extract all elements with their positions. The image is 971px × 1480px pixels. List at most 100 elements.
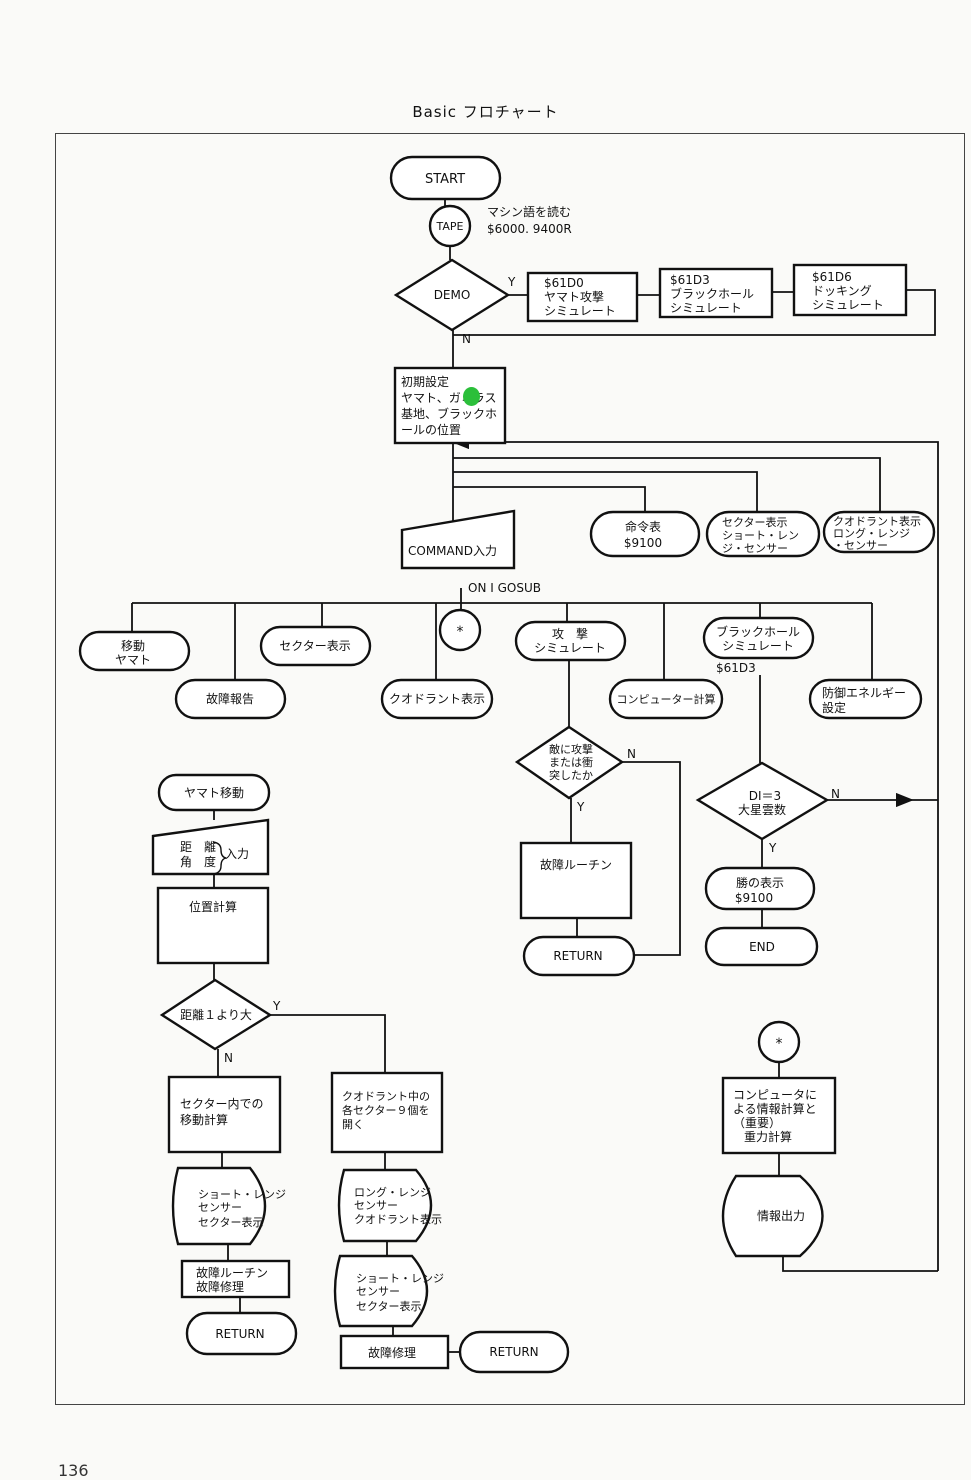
sim-blackhole-box: $61D3 ブラックホール シミュレート <box>658 267 774 319</box>
end-terminal: END <box>704 926 819 967</box>
di-decision: DI＝3 大星雲数 N Y <box>695 761 840 855</box>
svg-text:（重要）: （重要） <box>733 1116 781 1130</box>
svg-text:角 度: 角 度 <box>180 854 216 869</box>
svg-text:設定: 設定 <box>822 700 846 715</box>
svg-text:コンピュータに: コンピュータに <box>733 1088 817 1102</box>
svg-text:移動計算: 移動計算 <box>180 1112 228 1127</box>
svg-text:ショート・レン: ショート・レン <box>722 529 799 542</box>
sector-view-node: セクター表示 <box>259 625 372 667</box>
svg-text:END: END <box>749 940 775 954</box>
distance-decision: 距離１より大 Y N <box>159 978 281 1065</box>
svg-text:情報出力: 情報出力 <box>757 1209 805 1223</box>
svg-text:ショート・レンジ: ショート・レンジ <box>198 1188 286 1201</box>
svg-text:故障修理: 故障修理 <box>368 1345 416 1360</box>
svg-text:$6000. 9400R: $6000. 9400R <box>487 222 572 236</box>
move-yamato-node: 移動 ヤマト <box>78 630 191 672</box>
command-input: COMMAND入力 <box>400 509 516 570</box>
svg-text:初期設定: 初期設定 <box>401 374 449 389</box>
svg-text:故障ルーチン: 故障ルーチン <box>540 857 612 872</box>
svg-text:マシン語を読む: マシン語を読む <box>487 204 571 219</box>
svg-text:クオドラント表示: クオドラント表示 <box>389 692 485 706</box>
svg-text:Y: Y <box>272 999 281 1013</box>
sector-move-box: セクター内での 移動計算 <box>167 1075 282 1154</box>
svg-text:入力: 入力 <box>225 847 249 861</box>
svg-text:*: * <box>457 624 464 640</box>
svg-text:距離１より大: 距離１より大 <box>180 1008 252 1022</box>
svg-text:命令表: 命令表 <box>625 519 661 534</box>
start-terminal: START <box>389 155 502 201</box>
sim-docking-box: $61D6 ドッキング シミュレート <box>792 263 908 317</box>
svg-text:$9100: $9100 <box>735 891 773 905</box>
attack-sim-node: 攻 撃 シミュレート <box>514 620 627 662</box>
svg-text:重力計算: 重力計算 <box>744 1129 792 1144</box>
svg-text:N: N <box>462 332 471 346</box>
svg-text:$61D6: $61D6 <box>812 270 852 284</box>
quadrant-view-node: クオドラント表示 <box>380 678 494 720</box>
page-title: Basic フロチャート <box>412 103 559 121</box>
svg-text:故障報告: 故障報告 <box>206 691 254 706</box>
info-output-display: 情報出力 <box>721 1174 824 1258</box>
blackhole-sim-node: ブラックホール シミュレート <box>702 616 815 660</box>
svg-text:故障ルーチン: 故障ルーチン <box>196 1265 268 1280</box>
tape-note: マシン語を読む $6000. 9400R <box>487 204 572 236</box>
svg-text:DI＝3: DI＝3 <box>749 789 781 803</box>
init-box: 初期設定 ヤマト、ガミラス 基地、ブラックホ ールの位置 <box>393 366 507 445</box>
svg-text:クオドラント中の: クオドラント中の <box>342 1090 430 1103</box>
sim-yamato-attack-box: $61D0 ヤマト攻撃 シミュレート <box>526 271 639 323</box>
svg-text:Y: Y <box>507 275 516 289</box>
svg-text:距 離: 距 離 <box>180 840 216 854</box>
svg-text:センサー: センサー <box>356 1285 400 1298</box>
svg-text:ジ・センサー: ジ・センサー <box>722 542 788 555</box>
svg-text:Y: Y <box>768 841 777 855</box>
svg-text:N: N <box>224 1051 233 1065</box>
repair-routine-box: 故障ルーチン 故障修理 <box>180 1259 291 1299</box>
svg-text:敵に攻撃: 敵に攻撃 <box>549 742 593 756</box>
return-terminal-2: RETURN <box>185 1311 298 1356</box>
sector-display-node: セクター表示 ショート・レン ジ・センサー <box>705 510 821 558</box>
svg-text:センサー: センサー <box>354 1199 398 1212</box>
svg-text:N: N <box>627 747 636 761</box>
svg-text:突したか: 突したか <box>549 768 593 782</box>
svg-text:N: N <box>831 787 840 801</box>
svg-text:各セクター９個を: 各セクター９個を <box>342 1103 430 1117</box>
computer-calc-node: コンピューター計算 <box>608 678 724 720</box>
damage-report-node: 故障報告 <box>174 678 287 720</box>
svg-text:ヤマト移動: ヤマト移動 <box>184 786 244 800</box>
svg-text:クオドラント表示: クオドラント表示 <box>354 1212 442 1226</box>
connector-lines <box>131 200 939 1353</box>
svg-text:位置計算: 位置計算 <box>189 899 237 914</box>
svg-text:セクター表示: セクター表示 <box>356 1299 422 1313</box>
short-sensor-display-2: ショート・レンジ センサー セクター表示 <box>333 1254 444 1328</box>
svg-text:移動: 移動 <box>121 639 145 653</box>
page-frame <box>55 133 965 1405</box>
svg-text:シミュレート: シミュレート <box>722 639 794 653</box>
win-display-node: 勝の表示 $9100 <box>704 866 816 911</box>
svg-text:または衝: または衝 <box>549 755 593 769</box>
return-terminal-3: RETURN <box>458 1330 570 1374</box>
svg-text:RETURN: RETURN <box>553 949 602 963</box>
hit-decision: 敵に攻撃 または衝 突したか N Y <box>514 725 636 814</box>
svg-text:ブラックホール: ブラックホール <box>716 624 800 639</box>
svg-text:ールの位置: ールの位置 <box>401 422 461 437</box>
quadrant-display-node: クオドラント表示 ロング・レンジ ・センサー <box>822 510 936 554</box>
open-sectors-box: クオドラント中の 各セクター９個を 開く <box>330 1071 444 1154</box>
on-gosub-label: ON I GOSUB <box>468 581 541 595</box>
svg-text:シミュレート: シミュレート <box>534 641 606 655</box>
svg-text:$61D3: $61D3 <box>670 273 710 287</box>
svg-text:$61D0: $61D0 <box>544 276 584 290</box>
svg-text:シミュレート: シミュレート <box>812 298 884 312</box>
demo-decision: DEMO Y N <box>393 258 516 346</box>
svg-text:RETURN: RETURN <box>215 1327 264 1341</box>
svg-text:クオドラント表示: クオドラント表示 <box>833 514 921 528</box>
svg-text:・センサー: ・センサー <box>833 539 888 552</box>
svg-text:故障修理: 故障修理 <box>196 1279 244 1294</box>
svg-text:大星雲数: 大星雲数 <box>738 802 786 817</box>
long-sensor-display: ロング・レンジ センサー クオドラント表示 <box>337 1168 442 1243</box>
green-marker <box>463 387 480 406</box>
svg-text:ショート・レンジ: ショート・レンジ <box>356 1272 444 1285</box>
short-sensor-display-1: ショート・レンジ センサー セクター表示 <box>171 1166 286 1246</box>
svg-text:基地、ブラックホ: 基地、ブラックホ <box>401 406 497 421</box>
command-table-node: 命令表 $9100 <box>589 510 701 558</box>
star-connector-2: * <box>757 1020 801 1064</box>
